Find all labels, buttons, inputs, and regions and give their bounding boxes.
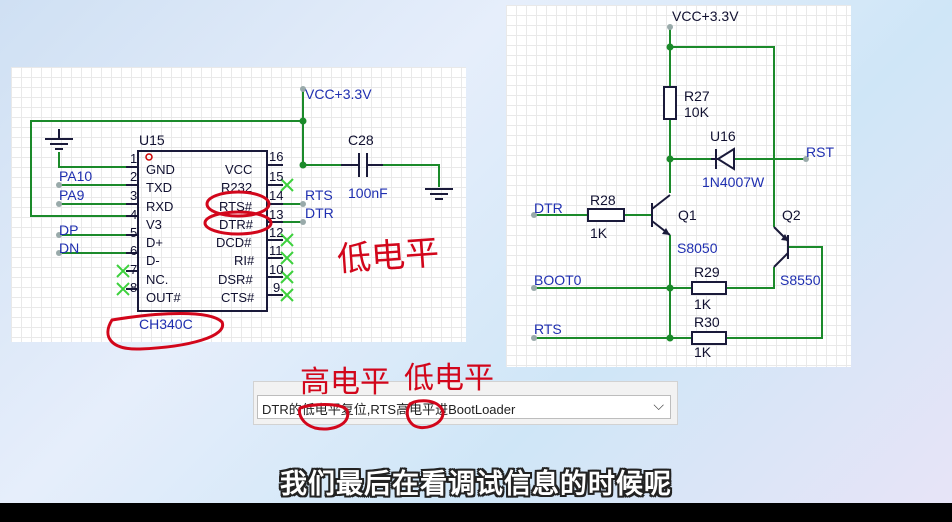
bootloader-mode-value: DTR的低电平复位,RTS高电平进BootLoader [262,402,516,417]
chevron-down-icon[interactable]: ⌵ [653,397,664,413]
r30-value-label: 1K [694,344,712,360]
chip-part-label: CH340C [139,316,193,332]
r29-value-label: 1K [694,296,712,312]
chip-ref-label: U15 [139,132,165,148]
transistor-q2 [773,226,789,268]
pin-name: NC. [146,272,168,287]
r27-ref-label: R27 [684,88,710,104]
pin-name: VCC [225,162,252,177]
resistor-r28 [587,208,625,222]
net-label-rts: RTS [534,321,562,337]
gnd-wire [58,152,126,168]
net-label-rst: RST [806,144,834,160]
ch340c-schematic-panel: VCC+3.3V U15 C28 100nF CH340C 1 GND 2 TX… [11,67,466,342]
vcc-label: VCC+3.3V [672,8,739,24]
r30-q2-wire [726,246,823,339]
ground-icon [45,129,73,150]
q1-ref-label: Q1 [678,207,697,223]
pin-name: TXD [146,180,172,195]
resistor-r27 [663,86,677,120]
cap-ground-wire [383,164,440,187]
pin-name: V3 [146,217,162,232]
r30-ref-label: R30 [694,314,720,330]
diode-u16 [711,147,735,171]
pin-number: 3 [130,188,137,203]
vcc-label: VCC+3.3V [305,86,372,102]
net-label-pa9: PA9 [59,187,85,203]
pin-number: 12 [269,225,283,240]
pin-number: 7 [130,262,137,277]
pin-number: 8 [130,280,137,295]
bootloader-mode-dropdown[interactable]: DTR的低电平复位,RTS高电平进BootLoader ⌵ [253,381,678,425]
pin-number: 11 [269,243,283,258]
pin-name: OUT# [146,290,181,305]
letterbox-bar [0,503,952,522]
ch340c-schematic: VCC+3.3V U15 C28 100nF CH340C 1 GND 2 TX… [30,86,453,332]
pin-number: 4 [130,207,137,222]
video-subtitle: 我们最后在看调试信息的时候呢 [280,469,672,500]
r29-ref-label: R29 [694,264,720,280]
reset-boot-schematic: VCC+3.3V R27 10K U16 1N4007W RST DTR R28… [531,8,834,360]
r28-ref-label: R28 [590,192,616,208]
net-label-boot0: BOOT0 [534,272,582,288]
net-label-dp: DP [59,222,78,238]
pin-number: 1 [130,151,137,166]
q2-part-label: S8550 [780,272,821,288]
net-label-dtr: DTR [305,205,334,221]
net-label-rts: RTS [305,187,333,203]
bootloader-mode-select[interactable]: DTR的低电平复位,RTS高电平进BootLoader ⌵ [257,395,671,419]
pin-number: 13 [269,207,283,222]
no-connect-icon [116,178,294,302]
r29-q2-wire [726,267,775,289]
pin-number: 14 [269,188,283,203]
u16-part-label: 1N4007W [702,174,765,190]
q1-part-label: S8050 [677,240,718,256]
u16-ref-label: U16 [710,128,736,144]
reset-boot-schematic-panel: VCC+3.3V R27 10K U16 1N4007W RST DTR R28… [506,5,851,367]
net-label-pa10: PA10 [59,168,92,184]
capacitor-c28 [341,153,383,177]
cap-value-label: 100nF [348,185,388,201]
r28-value-label: 1K [590,225,608,241]
pin-name: GND [146,162,175,177]
pin-name: DCD# [216,235,252,250]
r27-value-label: 10K [684,104,710,120]
cap-ref-label: C28 [348,132,374,148]
ground-icon [425,188,453,200]
net-label-dtr: DTR [534,200,563,216]
pin-number: 6 [130,243,137,258]
q2-ref-label: Q2 [782,207,801,223]
pin-name: CTS# [221,290,255,305]
pin-number: 5 [130,225,137,240]
pin-number: 15 [269,169,283,184]
pin-name: RTS# [219,199,253,214]
resistor-r30 [691,331,727,345]
pin-name: DSR# [218,272,253,287]
net-label-dn: DN [59,240,79,256]
pin-name: DTR# [219,217,254,232]
pin-name: R232 [221,180,252,195]
pin-name: D- [146,253,160,268]
pin-number: 10 [269,262,283,277]
pin-number: 9 [273,280,280,295]
pin-number: 16 [269,149,283,164]
pin-name: RI# [234,253,255,268]
resistor-r29 [691,281,727,295]
pin-name: D+ [146,235,163,250]
transistor-q1 [651,194,671,236]
pin-name: RXD [146,199,173,214]
pin-number: 2 [130,169,137,184]
q2-emitter-wire [670,46,775,227]
